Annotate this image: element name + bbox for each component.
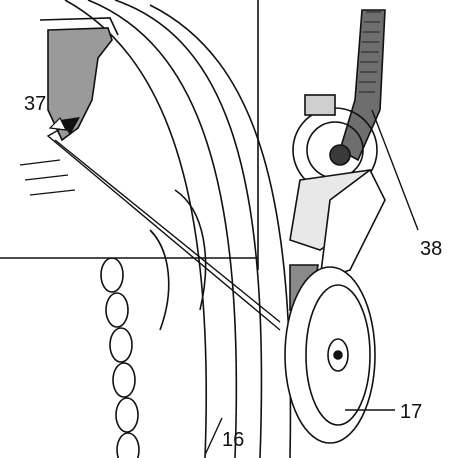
belt xyxy=(339,9,386,162)
large-wheel xyxy=(64,0,292,458)
inset-frame xyxy=(0,0,259,270)
wheel-holes xyxy=(100,257,140,458)
callout-16-label: 16 xyxy=(222,429,244,451)
leader-lines xyxy=(46,109,419,456)
callout-17-label: 17 xyxy=(400,401,422,423)
callout-38-label: 38 xyxy=(420,238,442,260)
callout-37-label: 37 xyxy=(24,93,46,115)
arrow-37 xyxy=(48,116,80,135)
inset-detail-37 xyxy=(19,17,119,196)
small-wheel xyxy=(284,266,376,444)
